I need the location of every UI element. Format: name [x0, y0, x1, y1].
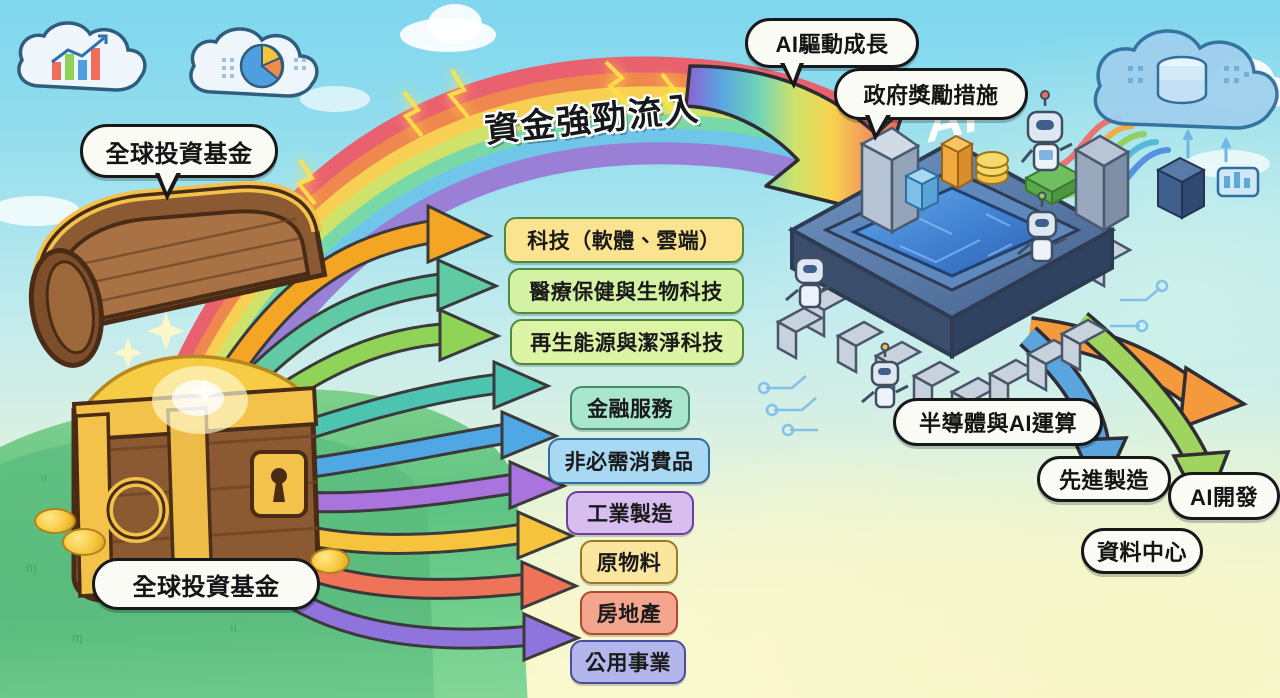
coin [34, 508, 76, 534]
callout-ai-growth[interactable]: AI驅動成長 [745, 18, 919, 89]
source-label-bottom[interactable]: 全球投資基金 [92, 558, 320, 610]
source-label-bottom-text: 全球投資基金 [132, 573, 280, 601]
sector-label-utilities-text: 公用事業 [585, 652, 671, 675]
label-advanced-manufacturing[interactable]: 先進製造 [1037, 456, 1171, 502]
sector-label-consumer-discretionary-text: 非必需消費品 [564, 451, 694, 474]
sector-label-healthcare[interactable]: 醫療保健與生物科技 [508, 268, 744, 314]
sector-label-financials[interactable]: 金融服務 [570, 386, 690, 430]
sector-label-financials-text: 金融服務 [587, 398, 673, 421]
callout-gov-incentive-label: 政府獎勵措施 [863, 83, 999, 108]
sector-label-materials[interactable]: 原物料 [580, 540, 678, 584]
sector-label-real-estate-text: 房地產 [596, 603, 662, 626]
bubble-tail-inner [784, 62, 800, 81]
label-ai-development[interactable]: AI開發 [1168, 472, 1280, 520]
sector-label-real-estate[interactable]: 房地產 [580, 591, 678, 635]
sector-label-clean-energy-text: 再生能源與潔淨科技 [530, 332, 724, 355]
label-semiconductor[interactable]: 半導體與AI運算 [893, 398, 1103, 446]
callout-gov-incentive[interactable]: 政府獎勵措施 [834, 68, 1028, 141]
coin [310, 548, 350, 574]
callout-ai-growth-label: AI驅動成長 [775, 32, 889, 57]
grass-tuft: ɱ [72, 630, 83, 645]
coin [62, 528, 106, 556]
label-datacenter[interactable]: 資料中心 [1081, 528, 1203, 574]
bubble-tail-inner [159, 172, 177, 192]
label-ai-development-text: AI開發 [1189, 485, 1258, 510]
sector-label-materials-text: 原物料 [596, 552, 662, 575]
grass-tuft: ıı [40, 470, 48, 485]
cloud-network-lines [1045, 115, 1171, 227]
sector-label-industrials-text: 工業製造 [587, 503, 673, 526]
source-label-top-text: 全球投資基金 [105, 140, 253, 168]
grass-tuft: ɱ [26, 560, 37, 575]
sector-label-consumer-discretionary[interactable]: 非必需消費品 [548, 438, 710, 484]
sector-label-technology-text: 科技（軟體、雲端） [527, 230, 721, 253]
sector-label-utilities[interactable]: 公用事業 [570, 640, 686, 684]
label-advanced-manufacturing-text: 先進製造 [1058, 468, 1149, 493]
source-label-top[interactable]: 全球投資基金 [80, 124, 278, 201]
sector-label-clean-energy[interactable]: 再生能源與潔淨科技 [510, 319, 744, 365]
bubble-tail-inner [869, 114, 887, 133]
label-semiconductor-text: 半導體與AI運算 [918, 411, 1077, 436]
sector-label-healthcare-text: 醫療保健與生物科技 [529, 281, 723, 304]
sector-label-technology[interactable]: 科技（軟體、雲端） [504, 217, 744, 263]
grass-tuft: ıı [230, 620, 238, 635]
label-datacenter-text: 資料中心 [1096, 540, 1187, 565]
sector-label-industrials[interactable]: 工業製造 [566, 491, 694, 535]
cloud-decor-1b [428, 4, 482, 44]
